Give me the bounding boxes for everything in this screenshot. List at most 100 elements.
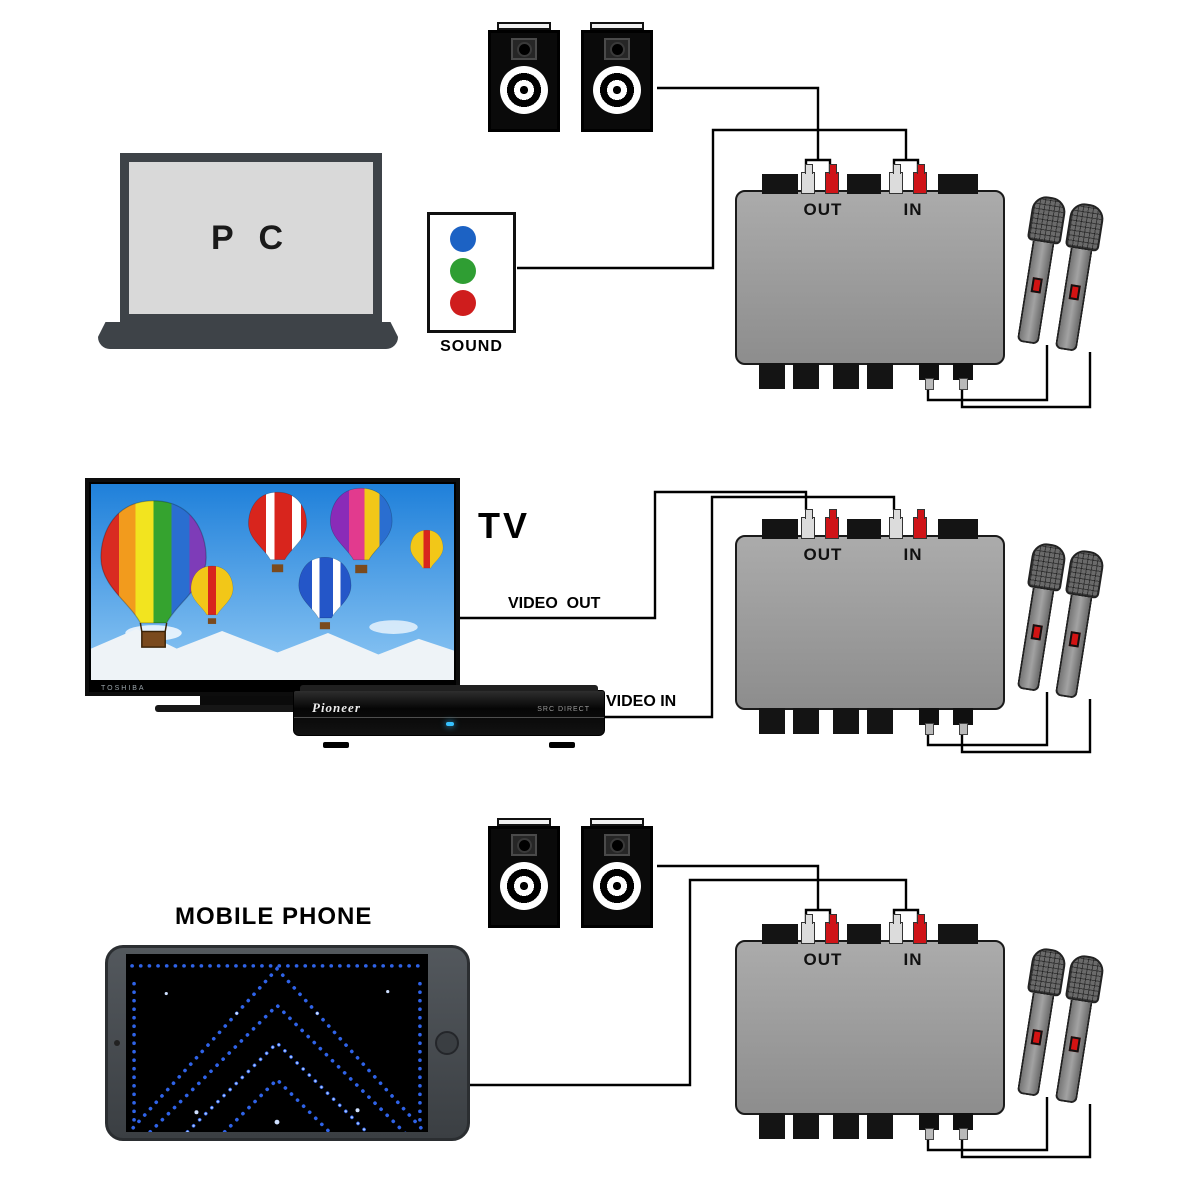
player-body: Pioneer SRC DIRECT [293,685,605,736]
rca-plug-white-in [889,914,903,944]
tv-stand-neck [200,696,345,705]
mixer-out-label: OUT [803,200,843,219]
tv-set: TOSHIBA [85,478,460,712]
bottom-connector [793,708,819,734]
rca-plug-red-in [913,914,927,944]
bottom-connector [867,708,893,734]
mic-body [1054,999,1093,1104]
video-in-label: VIDEO IN [606,693,677,710]
rca-plug-red-out [825,164,839,194]
sound-label: SOUND [440,338,503,355]
mic-head [1026,194,1068,246]
mic-head [1026,946,1068,998]
mic-body [1016,992,1055,1097]
bottom-connector [759,1113,785,1139]
bottom-connector [833,363,859,389]
rca-plug-white-out [801,509,815,539]
bottom-connector [759,708,785,734]
player-foot [549,742,575,748]
woofer [500,66,548,114]
mic-jack [953,363,973,390]
mic-jack [953,708,973,735]
woofer [593,66,641,114]
mixer-in-label: IN [903,545,923,564]
av-connector [938,519,978,539]
tweeter [604,834,630,856]
mic-jack [919,1113,939,1140]
av-connector [847,924,881,944]
rca-plug-red-out [825,914,839,944]
rca-plug-red-out [825,509,839,539]
mic-head [1064,201,1106,253]
led-light-pattern [126,964,428,1132]
tweeter [511,834,537,856]
speaker-cap [590,818,644,826]
bottom-connector [833,1113,859,1139]
mic-switch [1068,631,1081,648]
bottom-connector [867,363,893,389]
phone-screen-image [126,954,428,1132]
video-out-label: VIDEO OUT [508,595,601,612]
pc-label: P C [210,218,292,257]
mixer-unit: OUT IN [735,164,1005,390]
mic-body [1016,240,1055,345]
mic-body [1054,247,1093,352]
mic-switch [1030,624,1043,641]
rca-plug-white-out [801,164,815,194]
bottom-connector [833,708,859,734]
av-connector [847,174,881,194]
bottom-connector [793,363,819,389]
pc-laptop-base [98,322,398,349]
home-button [435,1031,459,1055]
rca-plug-red-in [913,509,927,539]
speaker-cap [497,22,551,30]
audio-jack-red [450,290,476,316]
bottom-connector [759,363,785,389]
tweeter [604,38,630,60]
tweeter [511,38,537,60]
sound-adapter [427,212,516,333]
speaker-box [581,30,653,132]
pc-laptop-screen: P C [120,153,382,323]
mixer-unit: OUT IN [735,914,1005,1140]
mixer-out-label: OUT [803,950,843,969]
mic-head [1064,548,1106,600]
mixer-in-label: IN [903,950,923,969]
mic-head [1026,541,1068,593]
mic-switch [1068,284,1081,301]
mic-jack [919,708,939,735]
mic-switch [1030,1029,1043,1046]
rca-plug-red-in [913,164,927,194]
av-connector [762,924,798,944]
rca-plug-white-out [801,914,815,944]
rca-plug-white-in [889,509,903,539]
player-tray-line [294,717,604,718]
speaker-box [488,30,560,132]
av-connector [762,519,798,539]
speaker-box [581,826,653,928]
rca-plug-white-in [889,164,903,194]
tv-label: TV [478,505,531,546]
wire-speaker-to-mixer [657,864,820,910]
bottom-connector [867,1113,893,1139]
mixer-in-label: IN [903,200,923,219]
speaker-cap [497,818,551,826]
mic-switch [1068,1036,1081,1053]
mic-jack [919,363,939,390]
mic-switch [1030,277,1043,294]
tv-frame: TOSHIBA [85,478,460,696]
mic-jack [953,1113,973,1140]
speaker [581,22,653,132]
av-connector [938,924,978,944]
tv-stand-base [155,705,390,712]
wire-speaker-to-mixer [657,86,820,160]
bottom-connector [793,1113,819,1139]
player-model-text: SRC DIRECT [537,706,590,713]
mobile-phone-label: MOBILE PHONE [175,903,373,930]
mic-body [1016,587,1055,692]
audio-jack-blue [450,226,476,252]
power-led [446,722,454,726]
tv-screen-image [91,484,454,680]
av-connector [847,519,881,539]
tv-brand: TOSHIBA [101,685,146,692]
